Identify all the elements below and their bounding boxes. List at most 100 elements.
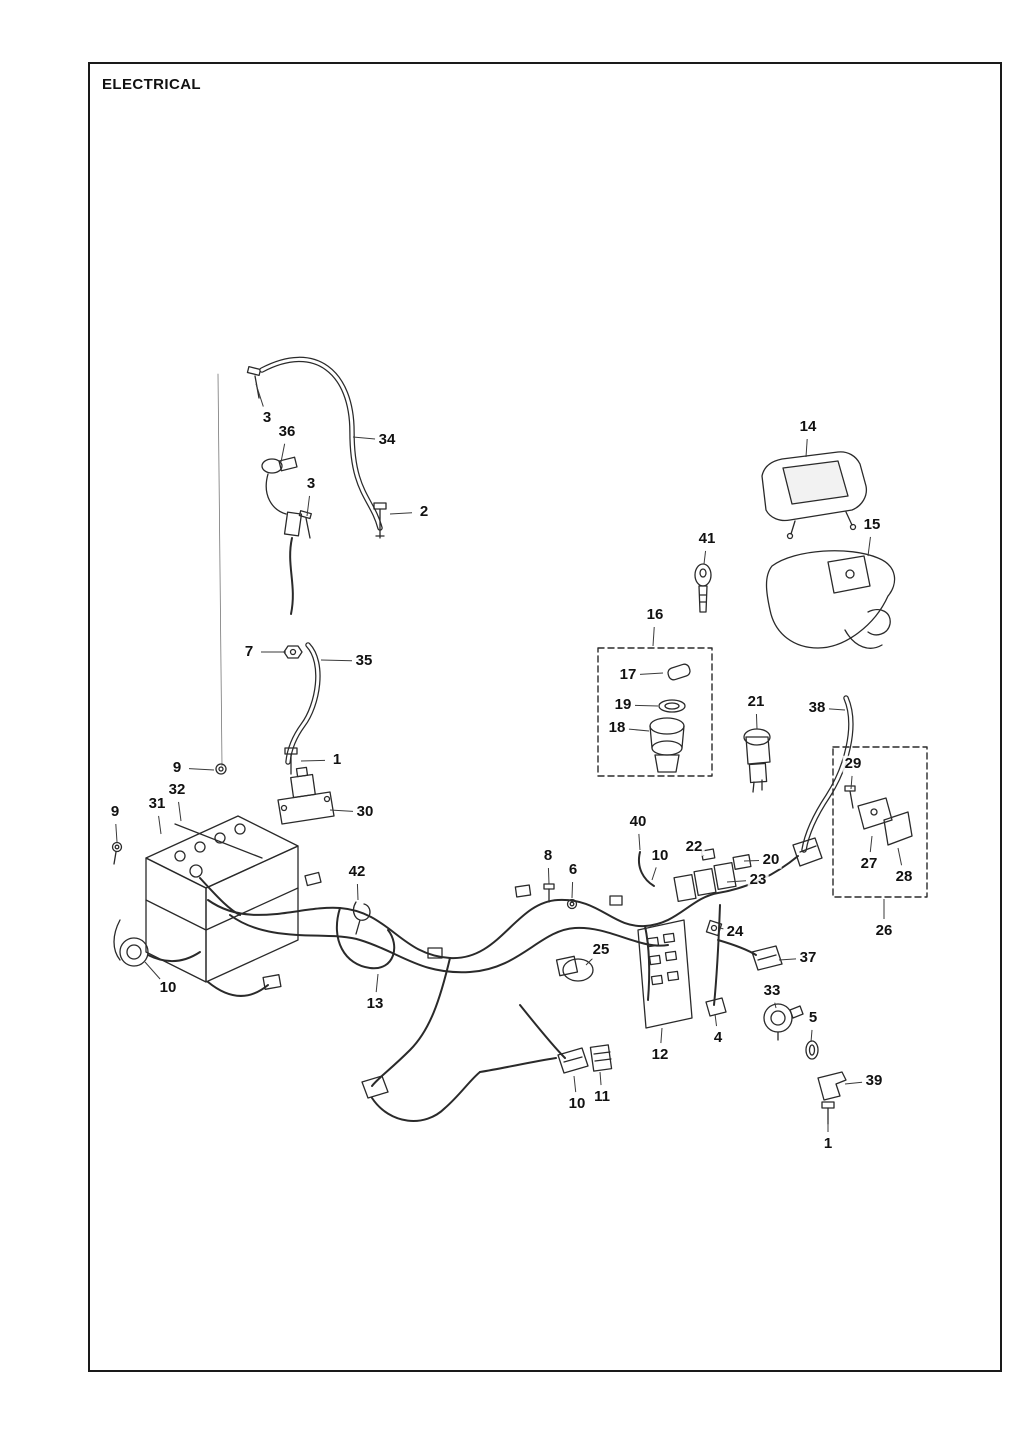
connector-drawing (705, 997, 727, 1017)
part-callout-15: 15 (861, 515, 883, 534)
part-callout-11: 11 (592, 1087, 612, 1106)
part-callout-17: 17 (617, 665, 639, 684)
clamp-drawing (352, 901, 371, 935)
part-callout-28: 28 (893, 867, 915, 886)
leader-line (639, 672, 664, 675)
leader-line (743, 859, 760, 862)
connector-drawing (589, 1044, 613, 1072)
leader-line (810, 1029, 813, 1043)
part-callout-7: 7 (242, 642, 256, 661)
leader-line (306, 495, 311, 517)
part-callout-23: 23 (747, 870, 769, 889)
leader-line (869, 835, 873, 853)
part-callout-29: 29 (842, 754, 864, 773)
part-callout-42: 42 (346, 862, 368, 881)
part-callout-19: 19 (612, 695, 634, 714)
leader-line (329, 809, 354, 812)
leader-line (774, 1002, 777, 1009)
ring-drawing (658, 699, 686, 713)
leader-line (755, 713, 758, 730)
washer-drawing (566, 898, 578, 910)
construction-line (217, 373, 223, 767)
bracket-drawing (883, 811, 913, 846)
part-callout-40: 40 (627, 812, 649, 831)
bracket-group-box (832, 746, 928, 898)
bracket-drawing (817, 1071, 847, 1101)
connector-drawing (555, 955, 594, 982)
console-housing-drawing (765, 550, 896, 649)
leader-line (778, 958, 797, 961)
leader-line (144, 961, 161, 980)
part-callout-26: 26 (873, 921, 895, 940)
terminal-bolt-drawing (373, 502, 387, 539)
connector-drawing (361, 1075, 389, 1099)
key-drawing (694, 563, 712, 613)
solenoid-drawing (277, 766, 335, 825)
part-callout-33: 33 (761, 981, 783, 1000)
key-drawing (667, 663, 691, 681)
leader-line (726, 880, 747, 883)
part-callout-16: 16 (644, 605, 666, 624)
ignition-switch-drawing (649, 717, 685, 773)
part-callout-34: 34 (376, 430, 398, 449)
leader-line (389, 512, 413, 515)
leader-line (638, 833, 641, 851)
fuse-box-drawing (637, 919, 693, 1029)
part-callout-13: 13 (364, 994, 386, 1013)
leader-line (375, 973, 379, 993)
washer-drawing (805, 1040, 819, 1060)
leader-line (178, 801, 182, 822)
part-callout-37: 37 (797, 948, 819, 967)
part-callout-14: 14 (797, 417, 819, 436)
leader-line (352, 436, 376, 440)
leader-line (652, 626, 655, 647)
part-callout-24: 24 (724, 922, 746, 941)
leader-line (850, 775, 853, 790)
part-callout-36: 36 (276, 422, 298, 441)
leader-line (571, 881, 574, 899)
leader-line (703, 550, 707, 565)
page-title: ELECTRICAL (102, 76, 201, 93)
leader-line (320, 659, 353, 662)
part-callout-1: 1 (330, 750, 344, 769)
leader-line (547, 867, 550, 885)
part-callout-8: 8 (541, 846, 555, 865)
part-callout-1: 1 (821, 1134, 835, 1153)
mount-drawing (705, 919, 723, 937)
part-callout-5: 5 (806, 1008, 820, 1027)
part-callout-21: 21 (745, 692, 767, 711)
plug-drawing (113, 919, 201, 967)
leader-line (628, 728, 650, 732)
bolt-drawing (284, 747, 298, 775)
part-callout-41: 41 (696, 529, 718, 548)
leader-line (634, 704, 659, 707)
terminal-clamp-drawing (261, 456, 312, 615)
part-callout-25: 25 (590, 940, 612, 959)
part-callout-4: 4 (711, 1028, 725, 1047)
washer-drawing (111, 841, 123, 865)
harness-cable-drawing (792, 695, 854, 867)
leader-line (300, 759, 326, 762)
part-callout-22: 22 (683, 837, 705, 856)
part-callout-20: 20 (760, 850, 782, 869)
leader-line (805, 438, 808, 458)
part-callout-2: 2 (417, 502, 431, 521)
part-callout-6: 6 (566, 860, 580, 879)
leader-line (188, 768, 215, 771)
leader-line (599, 1071, 602, 1086)
part-callout-32: 32 (166, 780, 188, 799)
part-callout-3: 3 (304, 474, 318, 493)
leader-line (356, 883, 359, 901)
part-callout-10: 10 (649, 846, 671, 865)
part-callout-10: 10 (566, 1094, 588, 1113)
part-callout-3: 3 (260, 408, 274, 427)
part-callout-35: 35 (353, 651, 375, 670)
part-callout-38: 38 (806, 698, 828, 717)
part-callout-9: 9 (108, 802, 122, 821)
leader-line (255, 383, 264, 407)
ignition-group-box (597, 647, 713, 777)
leader-line (585, 958, 593, 966)
